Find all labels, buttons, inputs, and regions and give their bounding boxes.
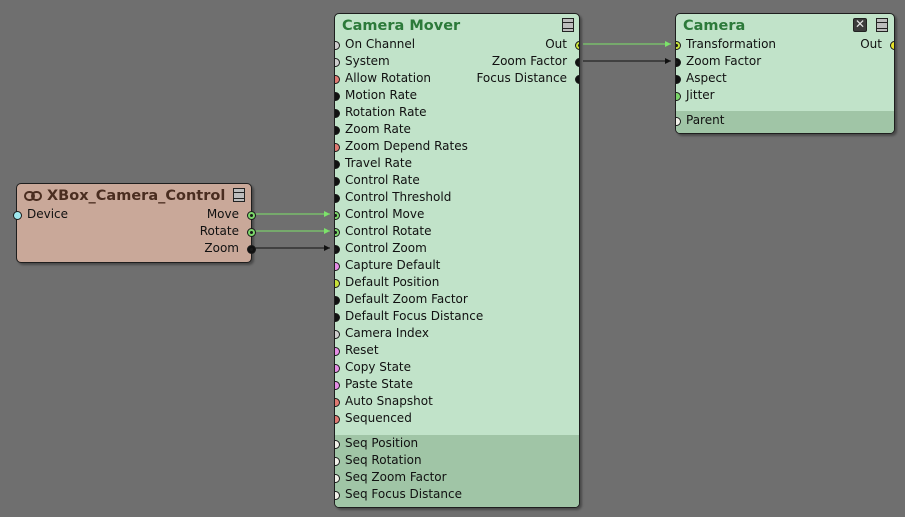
port-label-reset: Reset: [345, 343, 379, 357]
port-label-control-move: Control Move: [345, 207, 425, 221]
input-port-paste-state[interactable]: [335, 380, 340, 390]
node-title: Camera: [683, 18, 746, 34]
menu-icon[interactable]: [876, 18, 888, 32]
output-port-focus-distance[interactable]: [574, 74, 579, 84]
input-port-sequenced[interactable]: [335, 414, 340, 424]
input-port-default-zoom-factor[interactable]: [335, 295, 340, 305]
input-port-camera-index[interactable]: [335, 329, 340, 339]
input-port-seq-position[interactable]: [335, 439, 340, 449]
port-label-seq-zoom-factor: Seq Zoom Factor: [345, 470, 447, 484]
input-port-on-channel[interactable]: [335, 40, 340, 50]
input-port-seq-zoom-factor[interactable]: [335, 473, 340, 483]
port-label-capture-default: Capture Default: [345, 258, 441, 272]
port-label-default-focus-distance: Default Focus Distance: [345, 309, 484, 323]
port-label-rotate: Rotate: [199, 224, 239, 238]
parent-input-band: [676, 111, 894, 133]
port-label-seq-focus-distance: Seq Focus Distance: [345, 487, 462, 501]
output-port-zoom[interactable]: [246, 244, 256, 254]
input-port-copy-state[interactable]: [335, 363, 340, 373]
input-port-control-move[interactable]: [335, 210, 340, 220]
menu-icon[interactable]: [562, 18, 574, 32]
input-port-seq-rotation[interactable]: [335, 456, 340, 466]
port-label-default-position: Default Position: [345, 275, 440, 289]
input-port-system[interactable]: [335, 57, 340, 67]
output-port-move[interactable]: [246, 210, 256, 220]
input-port-default-position[interactable]: [335, 278, 340, 288]
input-port-device[interactable]: [12, 210, 22, 220]
menu-icon[interactable]: [233, 188, 245, 202]
port-label-parent: Parent: [686, 113, 725, 127]
input-port-auto-snapshot[interactable]: [335, 397, 340, 407]
input-port-control-zoom[interactable]: [335, 244, 340, 254]
input-port-default-focus-distance[interactable]: [335, 312, 340, 322]
input-port-zoom-depend-rates[interactable]: [335, 142, 340, 152]
port-label-control-rotate: Control Rotate: [345, 224, 432, 238]
port-label-default-zoom-factor: Default Zoom Factor: [345, 292, 468, 306]
port-label-out: Out: [860, 37, 882, 51]
input-port-zoom-factor[interactable]: [676, 57, 681, 67]
port-label-control-zoom: Control Zoom: [345, 241, 427, 255]
close-icon[interactable]: ✕: [853, 17, 867, 32]
input-port-capture-default[interactable]: [335, 261, 340, 271]
node-title: Camera Mover: [342, 18, 461, 34]
port-label-allow-rotation: Allow Rotation: [345, 71, 432, 85]
port-label-device: Device: [27, 207, 69, 221]
input-port-zoom-rate[interactable]: [335, 125, 340, 135]
output-port-out[interactable]: [889, 40, 894, 50]
port-label-auto-snapshot: Auto Snapshot: [345, 394, 433, 408]
port-label-motion-rate: Motion Rate: [345, 88, 418, 102]
port-label-transformation: Transformation: [686, 37, 777, 51]
input-port-travel-rate[interactable]: [335, 159, 340, 169]
port-label-zoom-factor: Zoom Factor: [491, 54, 567, 68]
port-label-zoom-factor: Zoom Factor: [686, 54, 762, 68]
input-port-motion-rate[interactable]: [335, 91, 340, 101]
port-label-seq-position: Seq Position: [345, 436, 419, 450]
port-label-paste-state: Paste State: [345, 377, 413, 391]
input-port-reset[interactable]: [335, 346, 340, 356]
port-label-system: System: [345, 54, 390, 68]
input-port-control-rate[interactable]: [335, 176, 340, 186]
port-label-aspect: Aspect: [686, 71, 727, 85]
input-port-aspect[interactable]: [676, 74, 681, 84]
input-port-control-threshold[interactable]: [335, 193, 340, 203]
port-label-travel-rate: Travel Rate: [345, 156, 413, 170]
port-label-on-channel: On Channel: [345, 37, 416, 51]
port-label-zoom: Zoom: [204, 241, 239, 255]
output-port-out[interactable]: [574, 40, 579, 50]
port-label-seq-rotation: Seq Rotation: [345, 453, 422, 467]
input-port-transformation[interactable]: [676, 40, 681, 50]
input-port-jitter[interactable]: [676, 91, 681, 101]
input-port-parent[interactable]: [676, 116, 681, 126]
input-port-control-rotate[interactable]: [335, 227, 340, 237]
port-label-rotation-rate: Rotation Rate: [345, 105, 427, 119]
port-label-move: Move: [206, 207, 239, 221]
seq-input-band: [335, 435, 579, 507]
port-label-camera-index: Camera Index: [345, 326, 429, 340]
port-label-copy-state: Copy State: [345, 360, 412, 374]
link-icon: [24, 191, 42, 201]
port-label-zoom-rate: Zoom Rate: [345, 122, 411, 136]
node-title: XBox_Camera_Control: [47, 188, 226, 204]
input-port-rotation-rate[interactable]: [335, 108, 340, 118]
port-label-zoom-depend-rates: Zoom Depend Rates: [345, 139, 468, 153]
port-label-control-rate: Control Rate: [345, 173, 420, 187]
port-label-out: Out: [545, 37, 567, 51]
port-label-jitter: Jitter: [686, 88, 715, 102]
output-port-zoom-factor[interactable]: [574, 57, 579, 67]
port-label-focus-distance: Focus Distance: [476, 71, 567, 85]
port-label-control-threshold: Control Threshold: [345, 190, 452, 204]
port-label-sequenced: Sequenced: [345, 411, 412, 425]
input-port-allow-rotation[interactable]: [335, 74, 340, 84]
output-port-rotate[interactable]: [246, 227, 256, 237]
input-port-seq-focus-distance[interactable]: [335, 490, 340, 500]
